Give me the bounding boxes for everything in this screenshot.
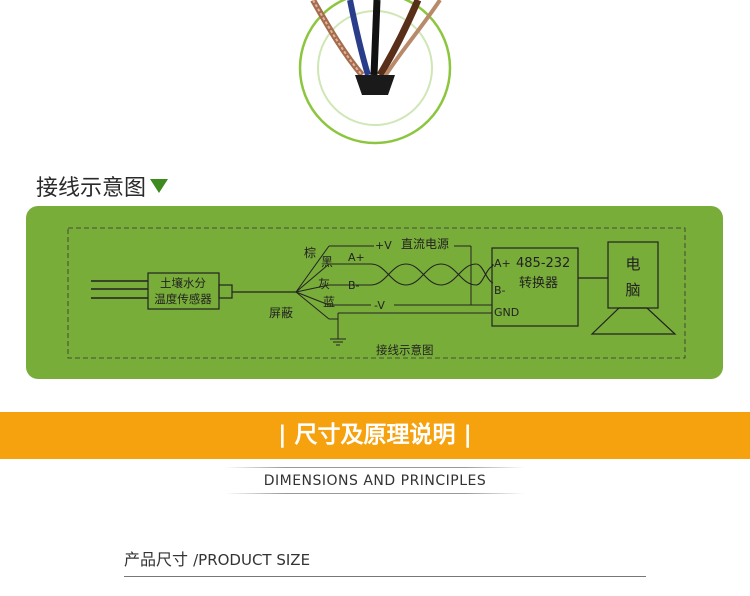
principles-banner: | 尺寸及原理说明 | bbox=[0, 412, 750, 459]
sensor-label-1: 土壤水分 bbox=[160, 276, 206, 290]
principles-title: | 尺寸及原理说明 | bbox=[278, 422, 472, 448]
product-size-cn: 产品尺寸 bbox=[124, 550, 194, 569]
product-size-rule bbox=[124, 576, 646, 577]
plus-v-label: +V bbox=[375, 239, 392, 252]
power-supply-label: 直流电源 bbox=[401, 237, 449, 251]
wire-brown-label: 棕 bbox=[304, 245, 316, 260]
converter-model-label: 485-232 bbox=[516, 256, 570, 271]
product-size-en: /PRODUCT SIZE bbox=[193, 551, 311, 569]
principles-subtitle: DIMENSIONS AND PRINCIPLES bbox=[263, 473, 487, 489]
divider-top bbox=[225, 467, 525, 468]
computer-base bbox=[590, 307, 677, 335]
minus-v-label: -V bbox=[374, 299, 385, 312]
cable-photo bbox=[0, 0, 750, 160]
diagram-caption: 接线示意图 bbox=[376, 343, 434, 357]
converter-box bbox=[491, 247, 579, 327]
pc-label-2: 脑 bbox=[625, 281, 640, 299]
shield-label: 屏蔽 bbox=[269, 306, 293, 320]
wiring-section-title: 接线示意图 bbox=[36, 170, 169, 202]
wire-grey-label: 灰 bbox=[318, 277, 330, 291]
wire-blue-label: 蓝 bbox=[323, 295, 335, 309]
converter-gnd-label: GND bbox=[494, 306, 519, 319]
pc-label-1: 电 bbox=[625, 255, 640, 273]
converter-name-label: 转换器 bbox=[519, 276, 558, 291]
a-plus-label: A+ bbox=[348, 251, 365, 264]
triangle-down-icon bbox=[150, 179, 169, 193]
product-size-heading: 产品尺寸 /PRODUCT SIZE bbox=[124, 546, 310, 570]
dashed-frame bbox=[67, 227, 686, 359]
wiring-title-text: 接线示意图 bbox=[36, 176, 147, 201]
wire-black-label: 黑 bbox=[321, 255, 333, 269]
b-minus-label: B- bbox=[348, 279, 360, 292]
converter-b-label: B- bbox=[494, 284, 506, 297]
converter-a-label: A+ bbox=[494, 257, 511, 270]
wiring-diagram-panel: 土壤水分 温度传感器 棕 黑 灰 蓝 屏蔽 +V 直流电源 A+ B- -V bbox=[26, 206, 723, 379]
divider-bottom bbox=[225, 493, 525, 494]
sensor-label-2: 温度传感器 bbox=[154, 292, 212, 306]
